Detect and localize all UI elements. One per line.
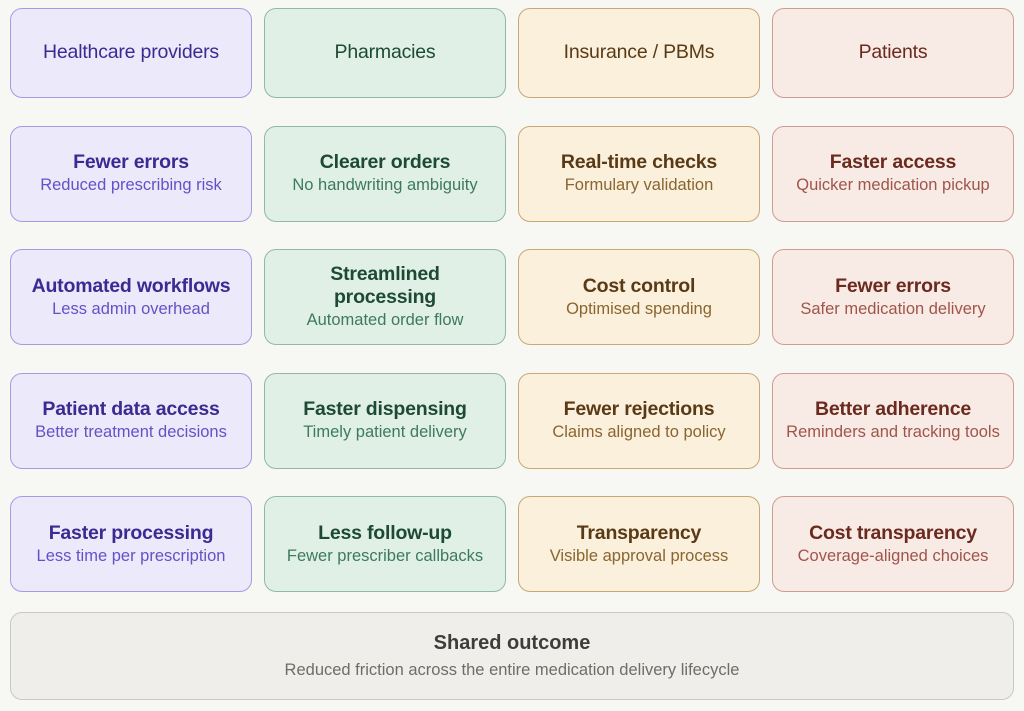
benefit-card[interactable]: Fewer errors Reduced prescribing risk [10,125,252,222]
benefit-row-4: Faster processing Less time per prescrip… [10,496,1014,592]
benefit-card[interactable]: Patient data access Better treatment dec… [10,372,252,469]
row-gap [10,469,1014,497]
benefit-card[interactable]: Faster access Quicker medication pickup [772,125,1014,222]
benefit-card[interactable]: Better adherence Reminders and tracking … [772,372,1014,469]
benefit-card[interactable]: Streamlined processing Automated order f… [264,249,506,345]
benefit-title: Fewer rejections [563,398,715,421]
shared-outcome-subtitle: Reduced friction across the entire medic… [284,661,740,679]
benefit-row-3: Patient data access Better treatment dec… [10,372,1014,469]
benefit-title: Real-time checks [560,151,718,174]
benefit-subtitle: Optimised spending [566,299,712,318]
benefit-title: Better adherence [814,398,972,421]
benefit-title: Faster access [829,151,957,174]
benefit-subtitle: Fewer prescriber callbacks [286,546,484,565]
benefit-title: Less follow-up [318,521,452,544]
benefit-row-1: Fewer errors Reduced prescribing risk Cl… [10,125,1014,222]
benefit-title: Faster processing [48,521,214,544]
benefit-subtitle: Reduced prescribing risk [40,176,222,194]
benefit-card[interactable]: Faster processing Less time per prescrip… [10,496,252,592]
benefit-title: Fewer errors [73,151,189,174]
benefit-title: Automated workflows [31,274,231,297]
benefit-title: Clearer orders [319,151,451,174]
benefit-subtitle: Claims aligned to policy [552,423,726,441]
stakeholder-header-patients[interactable]: Patients [772,8,1014,98]
stakeholder-header-label: Pharmacies [334,41,436,64]
benefit-subtitle: Timely patient delivery [303,423,467,441]
benefit-title: Transparency [576,521,702,544]
benefit-subtitle: Less time per prescription [36,546,226,565]
benefit-title: Patient data access [42,398,220,421]
benefit-card[interactable]: Fewer rejections Claims aligned to polic… [518,372,760,469]
benefit-subtitle: Coverage-aligned choices [797,546,989,565]
stakeholder-header-insurance-pbms[interactable]: Insurance / PBMs [518,8,760,98]
row-gap [10,345,1014,373]
benefit-title: Fewer errors [835,274,951,297]
stakeholder-header-label: Insurance / PBMs [563,41,715,64]
benefit-card[interactable]: Cost transparency Coverage-aligned choic… [772,496,1014,592]
benefit-title: Faster dispensing [303,398,467,421]
benefit-subtitle: Safer medication delivery [800,299,986,318]
benefit-title: Cost transparency [809,521,977,544]
stakeholder-header-label: Healthcare providers [43,41,219,64]
stakeholder-header-row: Healthcare providers Pharmacies Insuranc… [10,8,1014,98]
shared-outcome-title: Shared outcome [433,632,591,654]
shared-outcome-banner[interactable]: Shared outcome Reduced friction across t… [10,612,1014,700]
benefit-subtitle: Visible approval process [549,546,729,565]
benefit-card[interactable]: Faster dispensing Timely patient deliver… [264,372,506,469]
stakeholder-header-label: Patients [858,41,928,64]
benefit-subtitle: Formulary validation [564,176,714,194]
benefit-subtitle: Reminders and tracking tools [786,423,1000,441]
benefit-card[interactable]: Less follow-up Fewer prescriber callback… [264,496,506,592]
benefit-subtitle: No handwriting ambiguity [292,176,478,194]
benefit-subtitle: Less admin overhead [52,299,210,318]
row-gap [10,222,1014,250]
benefit-card[interactable]: Automated workflows Less admin overhead [10,249,252,345]
benefit-title: Cost control [582,274,696,297]
benefit-subtitle: Better treatment decisions [35,423,227,441]
benefit-title: Streamlined processing [330,263,440,309]
benefit-card[interactable]: Fewer errors Safer medication delivery [772,249,1014,345]
benefit-card[interactable]: Real-time checks Formulary validation [518,125,760,222]
benefit-card[interactable]: Transparency Visible approval process [518,496,760,592]
benefit-subtitle: Automated order flow [306,310,464,329]
benefit-card[interactable]: Cost control Optimised spending [518,249,760,345]
header-body-gap [10,98,1014,126]
benefit-subtitle: Quicker medication pickup [796,176,990,194]
stakeholder-header-healthcare-providers[interactable]: Healthcare providers [10,8,252,98]
benefit-card[interactable]: Clearer orders No handwriting ambiguity [264,125,506,222]
benefit-row-2: Automated workflows Less admin overhead … [10,249,1014,345]
stakeholder-header-pharmacies[interactable]: Pharmacies [264,8,506,98]
